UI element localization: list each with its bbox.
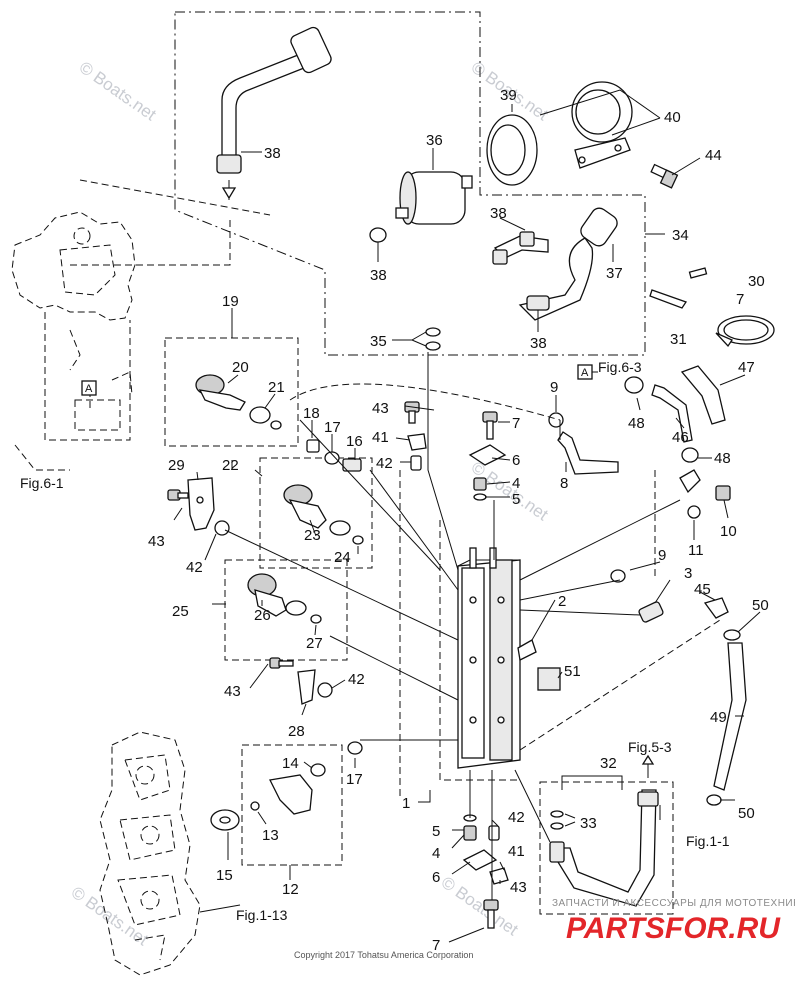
callout-26: 26 (254, 607, 271, 624)
callout-38: 38 (490, 205, 507, 222)
svg-text:A: A (581, 367, 589, 379)
fuel-pump-engine-sketch (11, 211, 136, 471)
reference-box-a-left (81, 380, 97, 396)
callout-47: 47 (738, 359, 755, 376)
callout-41: 41 (508, 843, 525, 860)
callouts: 38 36 38 39 40 44 38 34 37 38 35 30 7 31… (148, 87, 769, 954)
callout-38: 38 (264, 145, 281, 162)
callout-22: 22 (222, 457, 239, 474)
callout-41: 41 (372, 429, 389, 446)
callout-15: 15 (216, 867, 233, 884)
callout-12: 12 (282, 881, 299, 898)
callout-9: 9 (658, 547, 666, 564)
callout-7: 7 (736, 291, 744, 308)
callout-17: 17 (346, 771, 363, 788)
callout-38: 38 (530, 335, 547, 352)
callout-16: 16 (346, 433, 363, 450)
callout-4: 4 (512, 475, 520, 492)
group-outline-top (174, 11, 646, 356)
figref-5-3[interactable]: Fig.5-3 (628, 739, 672, 755)
callout-49: 49 (710, 709, 727, 726)
figref-6-3[interactable]: Fig.6-3 (598, 359, 642, 375)
callout-7: 7 (512, 415, 520, 432)
callout-20: 20 (232, 359, 249, 376)
callout-28: 28 (288, 723, 305, 740)
callout-38: 38 (370, 267, 387, 284)
callout-10: 10 (720, 523, 737, 540)
rail-fittings (404, 365, 747, 929)
callout-19: 19 (222, 293, 239, 310)
callout-34: 34 (672, 227, 689, 244)
callout-5: 5 (512, 491, 520, 508)
group-outline-22 (259, 457, 373, 569)
callout-30: 30 (748, 273, 765, 290)
callout-50: 50 (752, 597, 769, 614)
callout-1: 1 (402, 795, 410, 812)
callout-46: 46 (672, 429, 689, 446)
callout-44: 44 (705, 147, 722, 164)
callout-43: 43 (510, 879, 527, 896)
callout-40: 40 (664, 109, 681, 126)
cylinder-block-sketch (99, 731, 201, 976)
brand-tagline: ЗАПЧАСТИ И АКСЕССУАРЫ ДЛЯ МОТОТЕХНИКИ (552, 898, 795, 909)
callout-24: 24 (334, 549, 351, 566)
callout-50: 50 (738, 805, 755, 822)
brand-logo: PARTSFOR.RU (566, 912, 781, 945)
figref-1-13[interactable]: Fig.1-13 (236, 907, 288, 923)
callout-51: 51 (564, 663, 581, 680)
callout-27: 27 (306, 635, 323, 652)
callout-36: 36 (426, 132, 443, 149)
figure-references: Fig.6-1 Fig.6-3 Fig.5-3 Fig.1-1 Fig.1-13… (20, 359, 730, 923)
callout-43: 43 (148, 533, 165, 550)
callout-7: 7 (432, 937, 440, 954)
figref-1-1[interactable]: Fig.1-1 (686, 833, 730, 849)
callout-43: 43 (372, 400, 389, 417)
callout-48: 48 (628, 415, 645, 432)
callout-33: 33 (580, 815, 597, 832)
group-outline-25 (224, 559, 348, 661)
callout-5: 5 (432, 823, 440, 840)
group-outline-32 (539, 781, 674, 915)
callout-31: 31 (670, 331, 687, 348)
callout-18: 18 (303, 405, 320, 422)
callout-42: 42 (376, 455, 393, 472)
figref-6-1[interactable]: Fig.6-1 (20, 475, 64, 491)
callout-48: 48 (714, 450, 731, 467)
callout-42: 42 (186, 559, 203, 576)
callout-11: 11 (688, 542, 704, 559)
callout-6: 6 (432, 869, 440, 886)
callout-13: 13 (262, 827, 279, 844)
callout-17: 17 (324, 419, 341, 436)
callout-9: 9 (550, 379, 558, 396)
fuel-rail (457, 547, 561, 769)
callout-42: 42 (508, 809, 525, 826)
callout-2: 2 (558, 593, 566, 610)
leader-lines (70, 89, 761, 943)
callout-43: 43 (224, 683, 241, 700)
group-outline-12 (241, 744, 343, 866)
watermark-center: © Boats.net (468, 458, 552, 525)
watermark-top-left: © Boats.net (76, 58, 160, 125)
callout-14: 14 (282, 755, 299, 772)
callout-32: 32 (600, 755, 617, 772)
callout-37: 37 (606, 265, 623, 282)
injector-components (167, 374, 364, 831)
callout-42: 42 (348, 671, 365, 688)
callout-8: 8 (560, 475, 568, 492)
top-parts (216, 26, 775, 351)
callout-25: 25 (172, 603, 189, 620)
copyright-text: Copyright 2017 Tohatsu America Corporati… (294, 950, 473, 960)
callout-6: 6 (512, 452, 520, 469)
callout-35: 35 (370, 333, 387, 350)
callout-23: 23 (304, 527, 321, 544)
callout-39: 39 (500, 87, 517, 104)
callout-29: 29 (168, 457, 185, 474)
callout-4: 4 (432, 845, 440, 862)
callout-21: 21 (268, 379, 285, 396)
callout-45: 45 (694, 581, 711, 598)
callout-3: 3 (684, 565, 692, 582)
svg-text:A: A (85, 383, 93, 395)
